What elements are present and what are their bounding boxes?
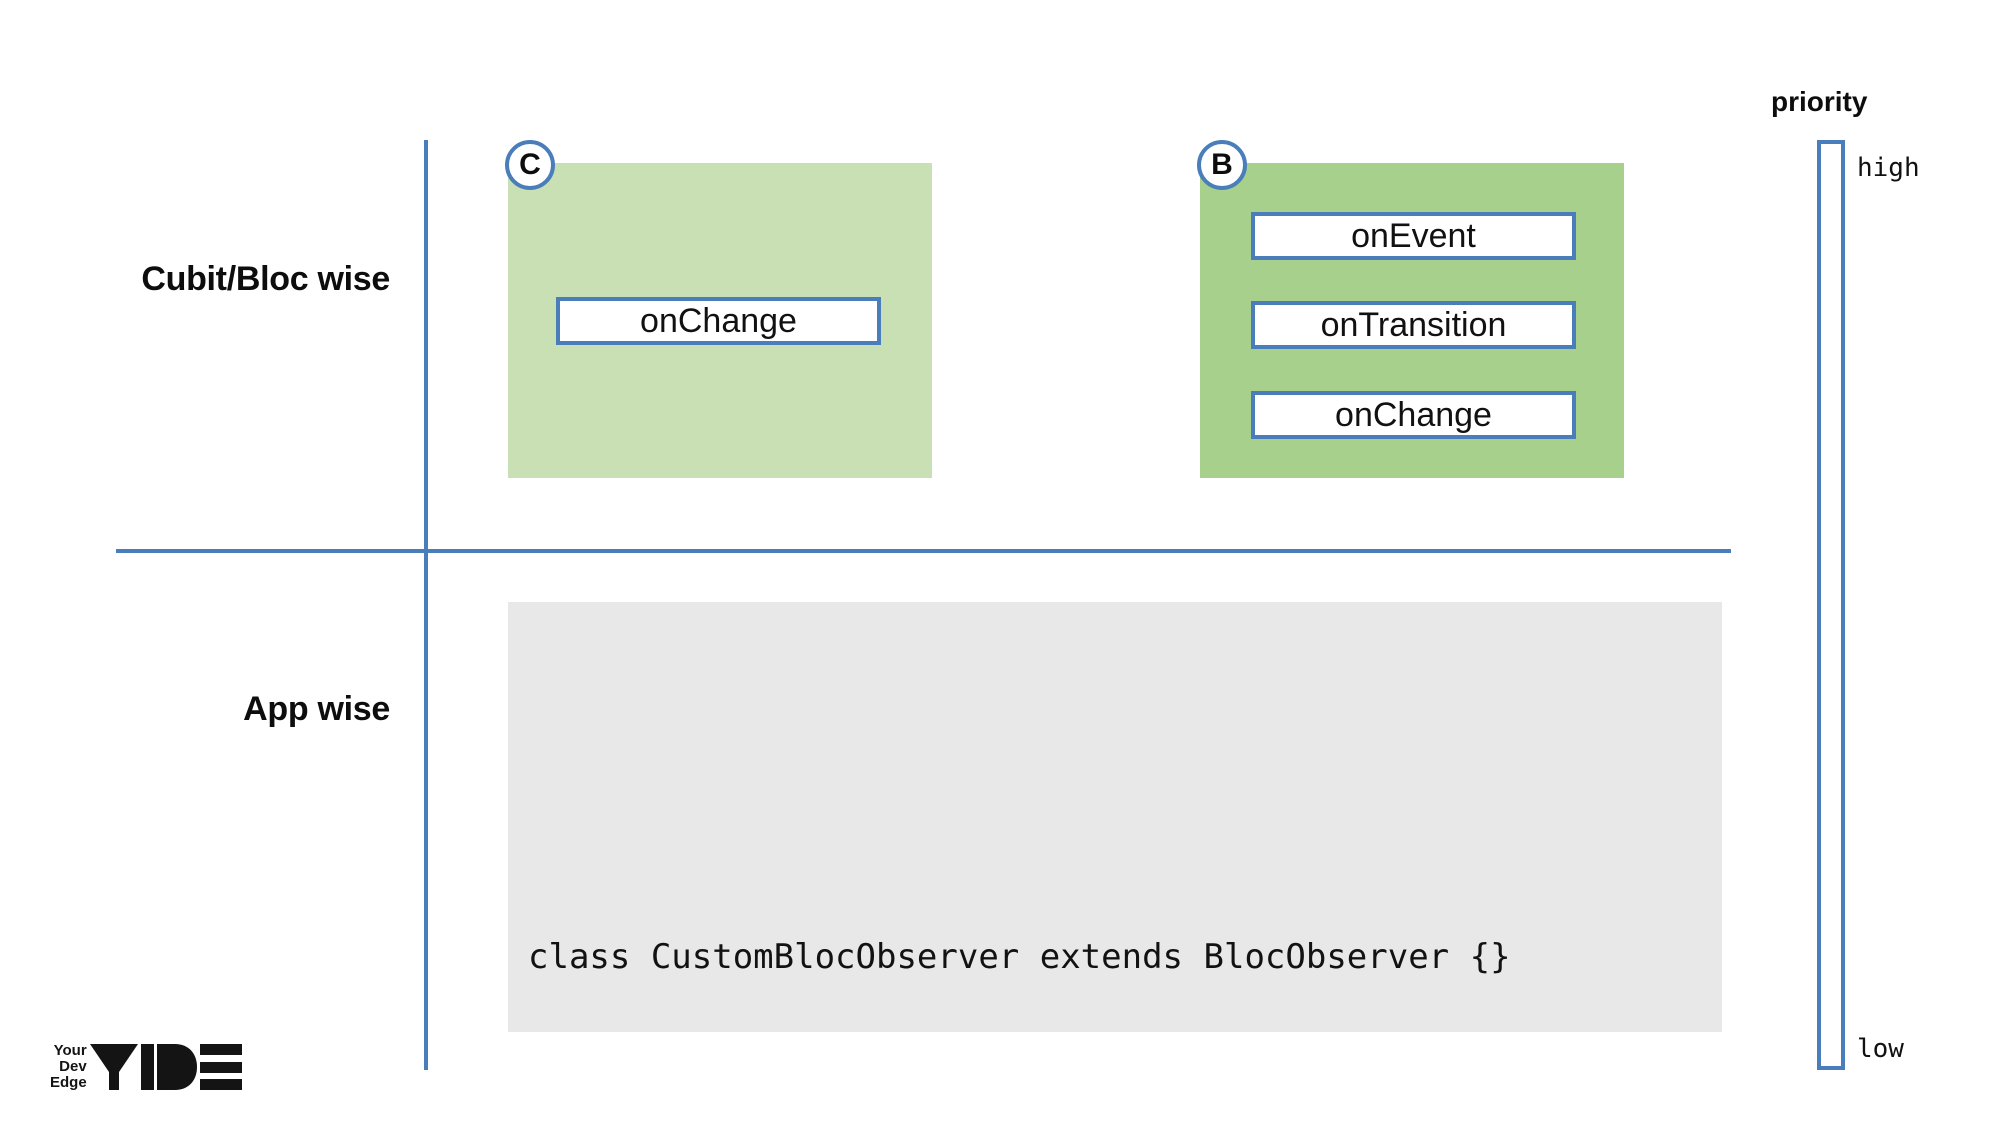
logo-letter-d-icon (156, 1044, 197, 1090)
priority-tick-low: low (1857, 1034, 1904, 1064)
row-label-app-wise: App wise (243, 690, 390, 728)
horizontal-divider-line (116, 549, 1731, 553)
vertical-axis-line (424, 140, 428, 1070)
code-line-1: class CustomBlocObserver extends BlocObs… (528, 937, 1511, 977)
logo-mark-yide (89, 1044, 242, 1090)
code-lines: class CustomBlocObserver extends BlocObs… (528, 757, 1511, 1125)
code-block: class CustomBlocObserver extends BlocObs… (508, 602, 1722, 1032)
logo-wordmark: Your Dev Edge (50, 1043, 87, 1091)
chip-bloc-ontransition[interactable]: onTransition (1251, 301, 1576, 349)
badge-bloc-b: B (1197, 140, 1247, 190)
row-label-cubit-bloc-wise: Cubit/Bloc wise (141, 260, 390, 298)
priority-tick-high: high (1857, 153, 1920, 183)
logo-your-dev-edge: Your Dev Edge (50, 1037, 242, 1097)
logo-e-bar-top (199, 1044, 242, 1055)
logo-word-edge: Edge (50, 1074, 87, 1091)
logo-letter-i-icon (140, 1044, 154, 1090)
chip-bloc-onchange[interactable]: onChange (1251, 391, 1576, 439)
badge-cubit-c: C (505, 140, 555, 190)
logo-e-bar-bottom (199, 1079, 242, 1090)
chip-cubit-onchange[interactable]: onChange (556, 297, 881, 345)
priority-scale-bar (1817, 140, 1845, 1070)
logo-letter-e-icon (199, 1044, 242, 1090)
chip-bloc-onevent[interactable]: onEvent (1251, 212, 1576, 260)
logo-word-dev: Dev (59, 1058, 87, 1075)
logo-e-bar-middle (199, 1061, 242, 1073)
priority-title: priority (1771, 86, 1868, 117)
logo-letter-y-icon (89, 1044, 138, 1090)
logo-word-your: Your (53, 1042, 87, 1059)
